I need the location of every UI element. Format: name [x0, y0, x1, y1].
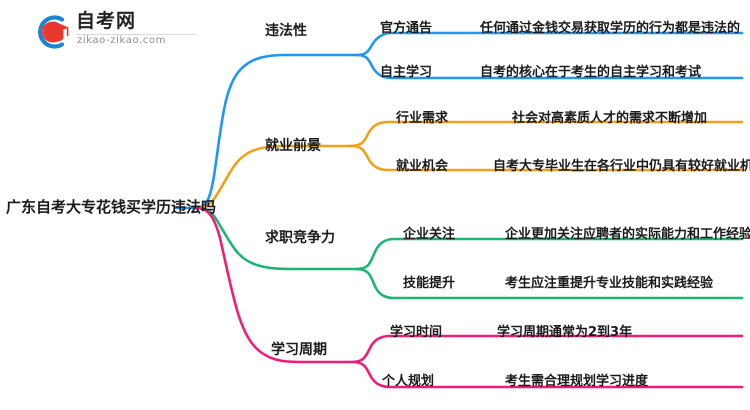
sub-desc-3-1: 考生需合理规划学习进度: [505, 374, 649, 389]
sub-label-3-1[interactable]: 个人规划: [382, 374, 435, 389]
branch-wire-3: [194, 206, 354, 364]
branch-label-3[interactable]: 学习周期: [271, 342, 327, 358]
logo-brand-text: 自考网: [76, 10, 137, 32]
sub-desc-0-0: 任何通过金钱交易获取学历的行为都是违法的: [480, 21, 741, 36]
branch-label-0[interactable]: 违法性: [265, 23, 307, 39]
sub-desc-1-0: 社会对高素质人才的需求不断增加: [512, 111, 708, 126]
sub-desc-2-0: 企业更加关注应聘者的实际能力和工作经验: [505, 227, 750, 242]
subwire-3-1: [350, 360, 744, 389]
subwire-2-1: [354, 267, 744, 300]
branch-wire-1: [194, 144, 352, 210]
sub-label-0-1[interactable]: 自主学习: [380, 65, 433, 80]
logo-domain-text: zikao-zikao.com: [77, 35, 166, 46]
branch-wire-0: [194, 53, 358, 210]
branch-wire-2: [194, 206, 358, 271]
sub-desc-1-1: 自考大专毕业生在各行业中仍具有较好就业机会: [493, 159, 750, 174]
sub-desc-0-1: 自考的核心在于考生的自主学习和考试: [480, 65, 702, 80]
site-logo: 自考网 zikao-zikao.com: [30, 10, 210, 54]
logo-divider: [76, 34, 196, 35]
graduation-cap-logo-icon: [30, 12, 72, 52]
root-topic[interactable]: 广东自考大专花钱买学历违法吗: [6, 198, 217, 216]
subwire-3-0: [350, 334, 744, 364]
sub-label-3-0[interactable]: 学习时间: [390, 325, 443, 340]
sub-desc-2-1: 考生应注重提升专业技能和实践经验: [505, 276, 714, 291]
branch-label-2[interactable]: 求职竞争力: [265, 230, 335, 246]
sub-label-0-0[interactable]: 官方通告: [380, 21, 433, 36]
subwire-0-0: [354, 31, 744, 57]
sub-label-2-0[interactable]: 企业关注: [403, 227, 456, 242]
subwire-1-0: [348, 120, 744, 148]
subwire-1-1: [348, 144, 744, 172]
branch-label-1[interactable]: 就业前景: [265, 138, 321, 154]
sub-label-1-0[interactable]: 行业需求: [396, 111, 449, 126]
subwire-2-0: [354, 237, 744, 271]
sub-desc-3-0: 学习周期通常为2到3年: [497, 325, 633, 340]
sub-label-2-1[interactable]: 技能提升: [403, 276, 456, 291]
sub-label-1-1[interactable]: 就业机会: [396, 159, 449, 174]
subwire-0-1: [354, 53, 744, 80]
